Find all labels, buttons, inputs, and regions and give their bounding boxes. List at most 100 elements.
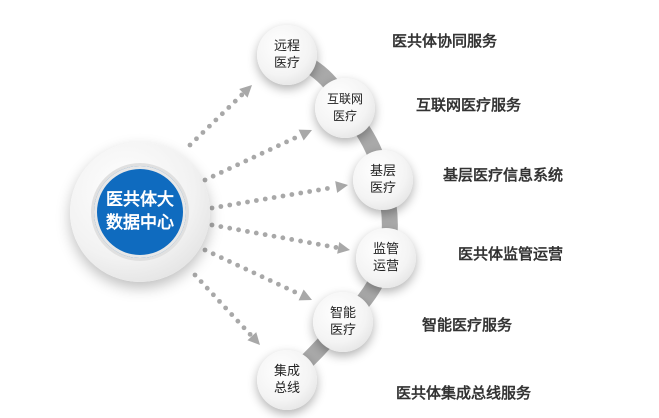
arrow-dot [218, 169, 224, 175]
hub-center: 医共体大数据中心 [94, 166, 186, 258]
arrow-dot [245, 229, 250, 234]
arrow-head-icon [239, 85, 252, 98]
arrow-dot [316, 187, 321, 193]
node-line1: 基层 [369, 164, 396, 179]
arrow-dot [251, 154, 257, 160]
node-line1: 远程 [273, 39, 300, 54]
arrow-dot [217, 298, 222, 304]
arrow-dot [207, 123, 212, 129]
node-line1: 监管 [372, 242, 399, 257]
arrow-dot [218, 204, 224, 209]
arrow-head-icon [298, 289, 312, 301]
arrow-dot [271, 195, 277, 200]
hub-node: 医共体大数据中心 [70, 142, 210, 282]
arrow-dot [219, 111, 225, 117]
arrow-dot [307, 240, 312, 246]
arrow-dot [235, 162, 241, 168]
arrow-dot [333, 245, 339, 250]
arrow-dot [267, 147, 273, 152]
hub-line2: 数据中心 [106, 213, 174, 233]
arrow-dot [187, 142, 193, 148]
arrow-dot [200, 130, 206, 135]
arrow-dot [298, 190, 304, 196]
node-line2: 医疗 [329, 323, 356, 338]
arrow-dot [315, 241, 321, 247]
arrow-dot [227, 166, 232, 171]
arrow-dot [235, 262, 241, 268]
arrow-dot [247, 331, 253, 337]
arrow-dot [223, 305, 229, 311]
arrow-dot [280, 235, 286, 241]
node-line1: 互联网 [326, 92, 363, 106]
arrow-dot [202, 177, 208, 183]
arrow-dot [251, 270, 257, 276]
arrow-dot [289, 192, 295, 197]
arrow-dot [239, 92, 245, 98]
label-internet-service: 互联网医疗服务 [416, 96, 522, 114]
arrow-dot [227, 225, 233, 231]
arrow-dot [243, 266, 249, 272]
arrow-dot [267, 278, 273, 283]
arrow-dot [253, 198, 259, 203]
node-integration-bus: 集成总线 [257, 350, 317, 410]
arrow-dot [324, 243, 330, 249]
arrow-dot [218, 224, 224, 230]
arrow-dot [284, 139, 289, 145]
node-internet-medical: 互联网医疗 [315, 78, 375, 138]
arrow-dot [262, 232, 268, 238]
arrow-dot [292, 289, 298, 295]
arrow-dot [236, 227, 241, 233]
node-line2: 运营 [372, 259, 399, 274]
node-line2: 医疗 [332, 109, 357, 123]
arrow-dot [192, 272, 198, 278]
arrow-head-icon [335, 181, 348, 193]
arrow-dot [213, 117, 219, 123]
arrow-dot [227, 259, 232, 264]
arrow-dot [227, 202, 233, 208]
arrow-dot [280, 193, 286, 199]
node-line2: 总线 [273, 381, 300, 396]
arrow-head-icon [298, 129, 312, 141]
node-remote-medical: 远程医疗 [257, 25, 317, 85]
arrow-dot [209, 205, 215, 211]
hub-line1: 医共体大 [106, 190, 174, 210]
arrow-dot [275, 281, 281, 287]
arrow-dot [307, 189, 313, 194]
arrow-dot [232, 98, 238, 104]
label-smart-service: 智能医疗服务 [422, 316, 513, 334]
label-bus-service: 医共体集成总线服务 [396, 384, 532, 402]
arrow-dot [289, 237, 295, 242]
arrow-dot [210, 251, 216, 257]
label-primary-system: 基层医疗信息系统 [443, 166, 564, 184]
arrow-dot [243, 158, 249, 164]
arrow-dot [229, 312, 235, 317]
arrow-head-icon [247, 332, 260, 345]
node-smart-medical: 智能医疗 [313, 292, 373, 352]
arrow-dot [235, 318, 241, 324]
node-line1: 集成 [273, 364, 300, 379]
arrow-dot [198, 279, 204, 284]
label-supervision: 医共体监管运营 [458, 245, 564, 263]
arrow-dot [271, 233, 277, 239]
arrow-dot [236, 201, 242, 206]
node-line2: 医疗 [369, 181, 396, 196]
node-supervision: 监管运营 [356, 228, 416, 288]
arrow-dot [298, 238, 303, 244]
arrow-dot [253, 230, 259, 236]
label-collab-service: 医共体协同服务 [392, 32, 498, 50]
arrow-dot [259, 150, 265, 156]
arrow-dot [202, 247, 208, 253]
arrow-dot [324, 186, 330, 191]
arrow-dot [245, 199, 250, 205]
arrow-dot [241, 325, 247, 331]
arrow-dot [210, 292, 216, 298]
arrow-dot [262, 196, 268, 202]
arrow-dot [259, 274, 265, 280]
node-primary-care: 基层医疗 [353, 150, 413, 210]
arrow-dot [292, 135, 298, 141]
node-line1: 智能 [329, 306, 356, 321]
node-line2: 医疗 [273, 56, 300, 71]
arrow-dot [210, 173, 216, 179]
arrow-dot [204, 285, 210, 291]
